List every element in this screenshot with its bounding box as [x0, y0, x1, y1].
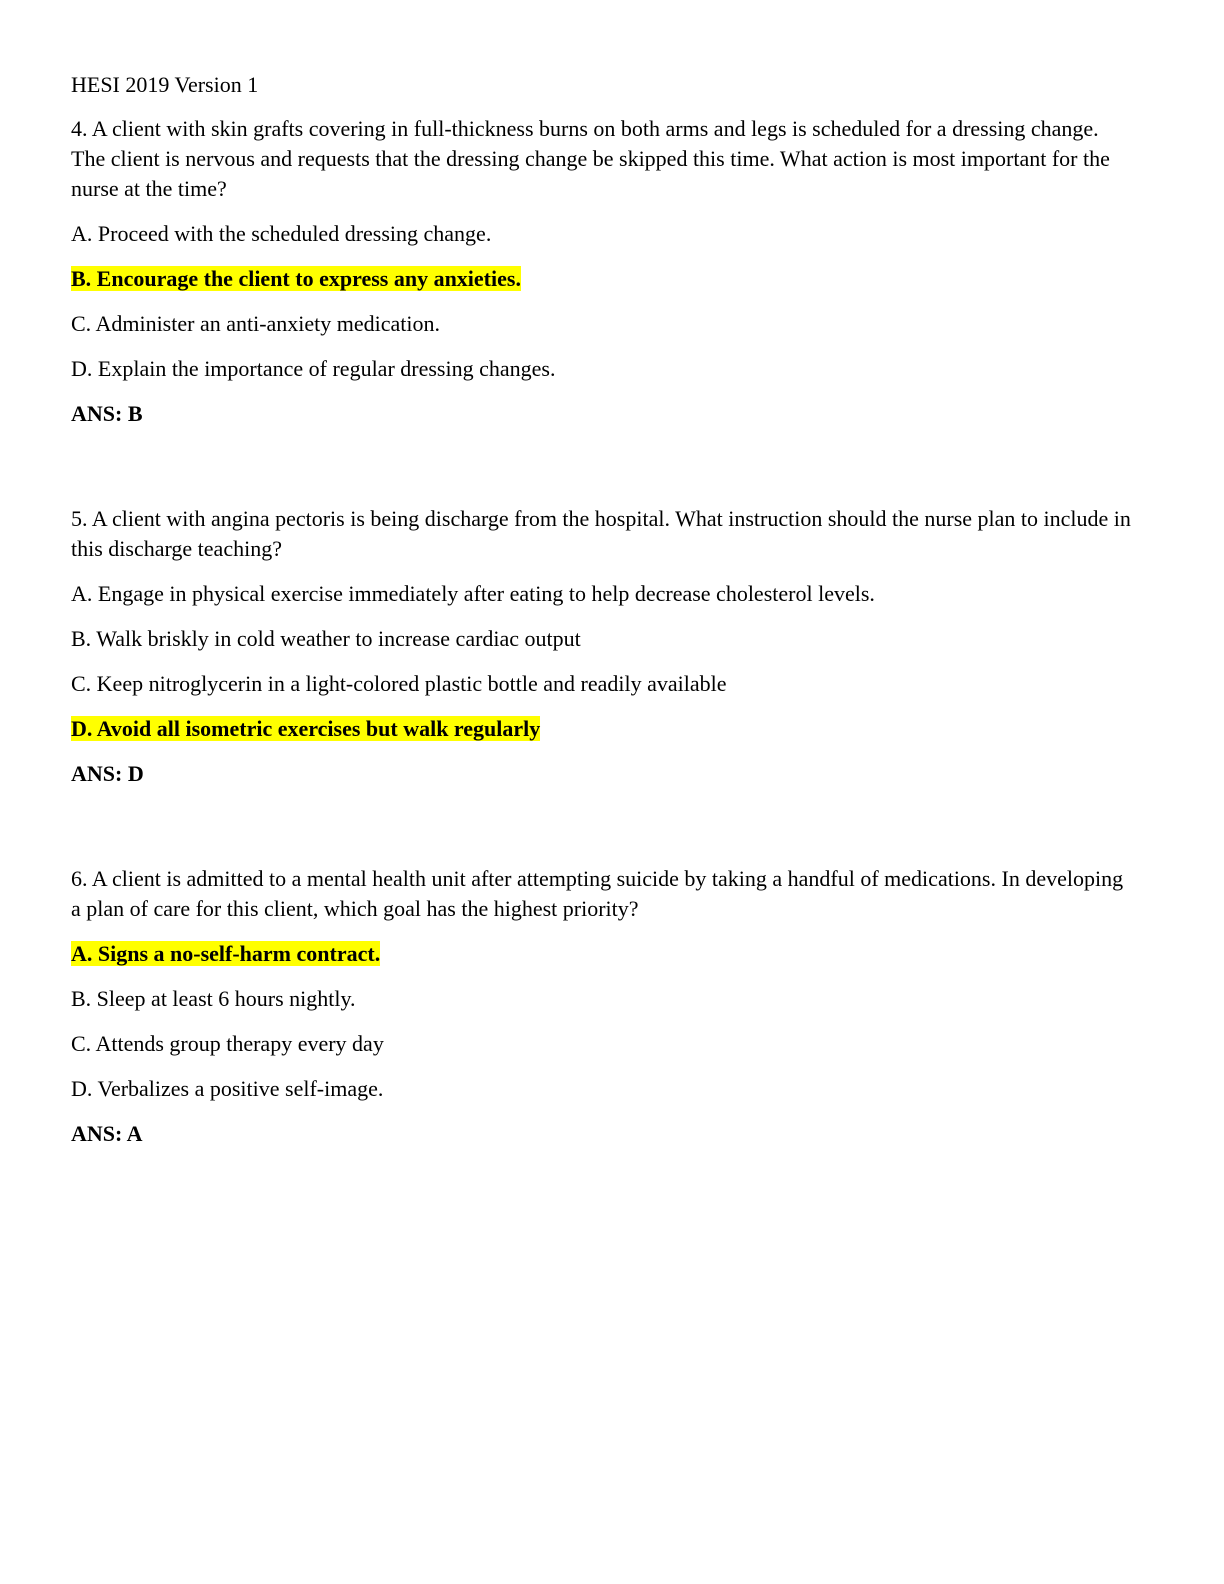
answer-key: ANS: B — [71, 401, 143, 426]
option-b-correct: B. Encourage the client to express any a… — [71, 264, 1131, 294]
question-stem: 6. A client is admitted to a mental heal… — [71, 866, 1124, 921]
question-6: 6. A client is admitted to a mental heal… — [71, 864, 1131, 1149]
highlighted-option-text: D. Avoid all isometric exercises but wal… — [71, 716, 541, 741]
option-a: A. Engage in physical exercise immediate… — [71, 579, 1131, 609]
option-a: A. Proceed with the scheduled dressing c… — [71, 219, 1131, 249]
option-c: C. Keep nitroglycerin in a light-colored… — [71, 669, 1131, 699]
option-text: C. Keep nitroglycerin in a light-colored… — [71, 671, 727, 696]
option-d: D. Explain the importance of regular dre… — [71, 354, 1131, 384]
document-page: HESI 2019 Version 1 4. A client with ski… — [71, 70, 1131, 1149]
option-text: C. Administer an anti-anxiety medication… — [71, 311, 441, 336]
answer-key: ANS: A — [71, 1121, 143, 1146]
option-b: B. Sleep at least 6 hours nightly. — [71, 984, 1131, 1014]
option-text: C. Attends group therapy every day — [71, 1031, 384, 1056]
highlighted-option-text: B. Encourage the client to express any a… — [71, 266, 521, 291]
option-d-correct: D. Avoid all isometric exercises but wal… — [71, 714, 1131, 744]
option-text: D. Explain the importance of regular dre… — [71, 356, 556, 381]
option-b: B. Walk briskly in cold weather to incre… — [71, 624, 1131, 654]
option-text: D. Verbalizes a positive self-image. — [71, 1076, 384, 1101]
option-text: A. Proceed with the scheduled dressing c… — [71, 221, 492, 246]
option-c: C. Attends group therapy every day — [71, 1029, 1131, 1059]
question-stem: 4. A client with skin grafts covering in… — [71, 116, 1110, 201]
option-text: B. Walk briskly in cold weather to incre… — [71, 626, 581, 651]
question-5: 5. A client with angina pectoris is bein… — [71, 504, 1131, 789]
option-d: D. Verbalizes a positive self-image. — [71, 1074, 1131, 1104]
question-stem: 5. A client with angina pectoris is bein… — [71, 506, 1131, 561]
option-c: C. Administer an anti-anxiety medication… — [71, 309, 1131, 339]
spacer — [71, 429, 1131, 504]
option-text: A. Engage in physical exercise immediate… — [71, 581, 875, 606]
option-text: B. Sleep at least 6 hours nightly. — [71, 986, 356, 1011]
answer-key: ANS: D — [71, 761, 144, 786]
highlighted-option-text: A. Signs a no-self-harm contract. — [71, 941, 381, 966]
option-a-correct: A. Signs a no-self-harm contract. — [71, 939, 1131, 969]
spacer — [71, 789, 1131, 864]
question-4: 4. A client with skin grafts covering in… — [71, 114, 1131, 429]
document-title: HESI 2019 Version 1 — [71, 72, 259, 97]
